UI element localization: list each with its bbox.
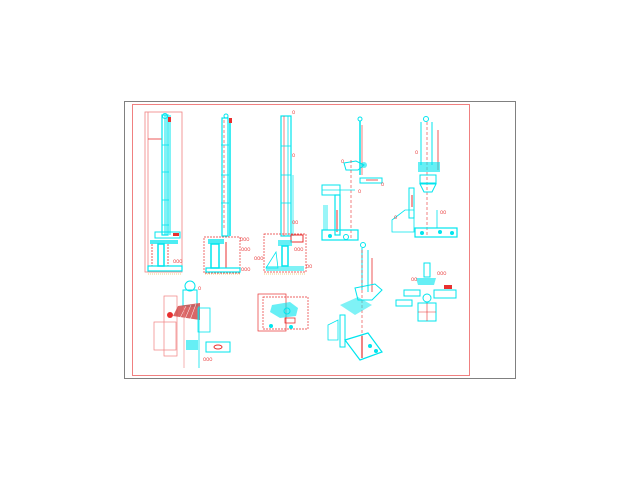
svg-text:O: O [292,153,295,158]
svg-text:O: O [415,150,418,155]
svg-text:O: O [292,110,295,115]
svg-text:OOO: OOO [241,267,250,272]
svg-text:O: O [198,286,201,291]
svg-text:OO: OO [440,210,446,215]
svg-text:OOO: OOO [240,237,249,242]
view-front-elevation-2: OOO OOO OOO [203,113,250,275]
svg-text:O: O [358,189,361,194]
view-iso-2: O OO O [391,116,458,238]
view-iso-3 [327,242,383,361]
svg-text:OOO: OOO [173,259,182,264]
view-detail-section: O OOO [153,280,231,368]
svg-text:OOO: OOO [437,271,446,276]
svg-text:OO: OO [292,220,298,225]
svg-text:OO: OO [411,277,417,282]
svg-text:OOO: OOO [254,256,263,261]
svg-text:OOO: OOO [294,247,303,252]
view-iso-1: O O O [321,116,384,241]
svg-text:OOO: OOO [241,247,250,252]
svg-text:O: O [394,215,397,220]
view-top: OOO OO [395,262,457,322]
svg-text:O: O [381,182,384,187]
view-front-elevation-1: OOO [144,111,183,275]
frame-border [132,104,470,376]
view-plan [257,293,309,332]
svg-text:O: O [341,159,344,164]
sheet-border [124,101,516,379]
svg-text:OOO: OOO [203,357,212,362]
svg-text:OO: OO [306,264,312,269]
view-front-elevation-3: O O OO OOO OOO OO [254,110,312,275]
